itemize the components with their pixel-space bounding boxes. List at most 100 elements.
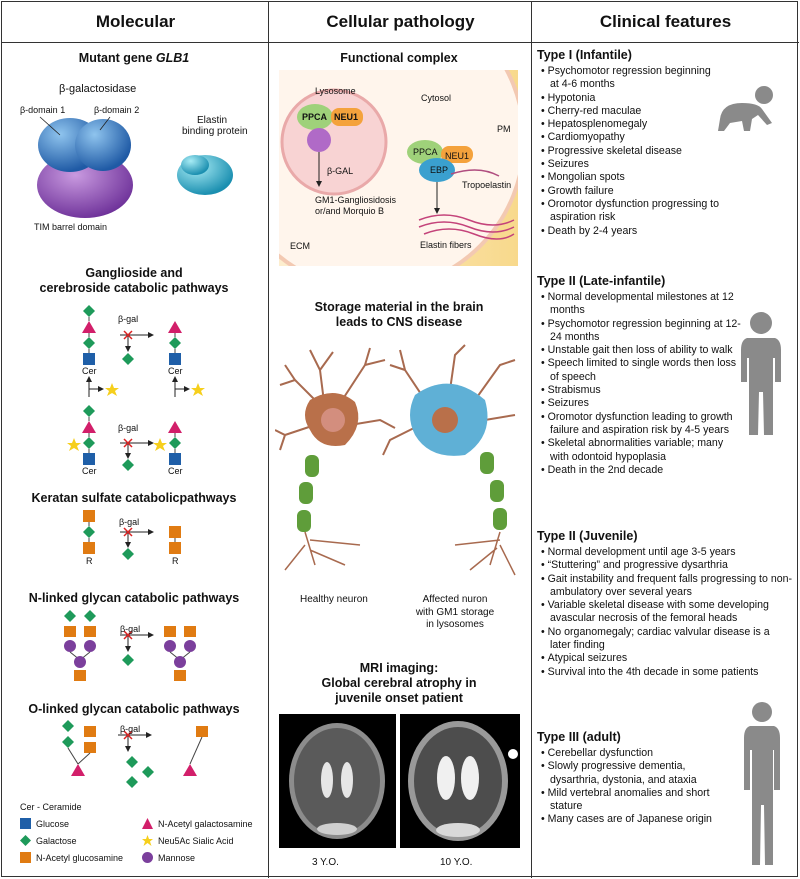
- list-item: Psychomotor regression beginning at 4-6 …: [541, 65, 719, 92]
- healthy-axon: [297, 455, 319, 532]
- functional-complex-diagram: [279, 70, 518, 266]
- list-item: Normal development until age 3-5 years: [541, 546, 793, 559]
- type2j-list: Normal development until age 3-5 years “…: [541, 546, 793, 679]
- neuron-illustration: [275, 344, 516, 576]
- tropoelastin-label: Tropoelastin: [462, 180, 512, 190]
- list-item: Psychomotor regression beginning at 12-2…: [541, 318, 741, 345]
- list-item: Death in the 2nd decade: [541, 464, 741, 477]
- ebp-shape: [419, 158, 455, 182]
- age-10yo-label: 10 Y.O.: [440, 857, 473, 868]
- olinked-pathway-diagram: [62, 720, 208, 788]
- elastin-binding-protein-shape: [177, 155, 233, 195]
- mutant-gene-title: Mutant gene GLB1: [78, 51, 190, 65]
- ganglioside-pathway-diagram: [67, 305, 205, 471]
- list-item: Unstable gait then loss of ability to wa…: [541, 344, 741, 357]
- list-item: Cerebellar dysfunction: [541, 747, 721, 760]
- protein-structure-illustration: [37, 116, 233, 218]
- elastin-fibers-label: Elastin fibers: [420, 240, 472, 250]
- nlinked-pathway-title: N-linked glycan catabolic pathways: [28, 591, 240, 605]
- age-3yo-label: 3 Y.O.: [312, 857, 339, 868]
- lysosome-ppca-label: PPCA: [302, 112, 328, 122]
- list-item: Seizures: [541, 158, 719, 171]
- legend-glucose: Glucose: [20, 818, 69, 829]
- list-item: Hepatosplenomegaly: [541, 118, 719, 131]
- galnac-triangle-icon: [142, 818, 153, 829]
- list-item: “Stuttering” and progressive dysarthria: [541, 559, 793, 572]
- type2-title: Type II (Late-infantile): [537, 274, 666, 288]
- cer-label-4: Cer: [168, 466, 183, 476]
- healthy-neuron-label: Healthy neuron: [300, 594, 368, 605]
- list-item: Cardiomyopathy: [541, 131, 719, 144]
- ebp-label: EBP: [430, 165, 449, 175]
- type1-list: Psychomotor regression beginning at 4-6 …: [541, 65, 719, 238]
- list-item: Mild vertebral anomalies and short statu…: [541, 787, 721, 814]
- child-silhouette-icon: [741, 312, 781, 435]
- list-item: Mongolian spots: [541, 171, 719, 184]
- ppca-shape: [407, 140, 443, 164]
- ecm-label: ECM: [290, 241, 310, 251]
- list-item: Normal developmental milestones at 12 mo…: [541, 291, 741, 318]
- pm-label: PM: [497, 124, 511, 134]
- type1-title: Type I (Infantile): [537, 48, 632, 62]
- list-item: Progressive skeletal disease: [541, 145, 719, 158]
- elastin-fibers-shape: [418, 214, 515, 240]
- legend-mannose: Mannose: [142, 852, 195, 863]
- header-clinical: Clinical features: [599, 12, 732, 31]
- glucose-square-icon: [20, 818, 31, 829]
- list-item: No organomegaly; cardiac valvular diseas…: [541, 626, 793, 653]
- list-item: Hypotonia: [541, 92, 719, 105]
- list-item: Slowly progressive dementia, dysarthria,…: [541, 760, 721, 787]
- beta-domain-shape: [38, 118, 131, 172]
- beta-galactosidase-label: β-galactosidase: [59, 83, 137, 95]
- list-item: Survival into the 4th decade in some pat…: [541, 666, 793, 679]
- brain-scan-3yo-shape: [289, 723, 385, 839]
- cer-label-2: Cer: [168, 366, 183, 376]
- bgal-cell-label: β-GAL: [327, 166, 354, 176]
- cer-label-3: Cer: [82, 466, 97, 476]
- neu1-label: NEU1: [445, 151, 470, 161]
- glcnac-square-icon: [20, 852, 31, 863]
- cytosol-label: Cytosol: [421, 93, 452, 103]
- list-item: Oromotor dysfunction leading to growth f…: [541, 411, 761, 438]
- header-molecular: Molecular: [95, 12, 176, 31]
- infant-silhouette-icon: [718, 86, 773, 131]
- adult-silhouette-icon: [744, 702, 780, 865]
- nlinked-pathway-diagram: [64, 610, 196, 681]
- galactose-diamond-icon: [20, 835, 31, 846]
- list-item: Many cases are of Japanese origin: [541, 813, 721, 826]
- legend-galnac: N-Acetyl galactosamine: [142, 818, 253, 829]
- beta-domain-2-label: β-domain 2: [94, 105, 140, 115]
- mannose-circle-icon: [142, 852, 153, 863]
- r-label-2: R: [172, 556, 179, 566]
- legend-galactose: Galactose: [20, 835, 77, 846]
- lysosome-neu1-shape: [331, 108, 363, 126]
- tropoelastin-strand: [450, 169, 500, 177]
- bgal-label-4: β-gal: [120, 624, 141, 634]
- healthy-neuron-nucleus: [321, 408, 345, 432]
- affected-neuron-dendrites: [382, 344, 516, 456]
- lysosome-bgal-shape: [307, 128, 331, 152]
- keratan-pathway-title: Keratan sulfate catabolicpathways: [31, 491, 237, 505]
- type3-list: Cerebellar dysfunction Slowly progressiv…: [541, 747, 721, 827]
- mri-10yo-image: [400, 714, 520, 848]
- mri-3yo-image: [279, 714, 396, 848]
- affected-axon: [480, 452, 507, 530]
- bgal-label-1: β-gal: [118, 314, 139, 324]
- brain-scan-10yo-shape: [408, 721, 518, 841]
- list-item: Gait instability and frequent falls prog…: [541, 573, 793, 600]
- lysosome-neu1-label: NEU1: [334, 112, 359, 122]
- legend-cer: Cer - Ceramide: [20, 802, 82, 812]
- list-item: Seizures: [541, 397, 741, 410]
- list-item: Variable skeletal disease with some deve…: [541, 599, 793, 626]
- list-item: Oromotor dysfunction progressing to aspi…: [541, 198, 751, 225]
- list-item: Atypical seizures: [541, 652, 793, 665]
- column-divider-1: [268, 2, 269, 878]
- type2-list: Normal developmental milestones at 12 mo…: [541, 291, 741, 477]
- r-label-1: R: [86, 556, 93, 566]
- lysosome-ppca-shape: [297, 104, 333, 130]
- keratan-pathway-diagram: [83, 510, 181, 560]
- neu1-shape: [441, 146, 473, 163]
